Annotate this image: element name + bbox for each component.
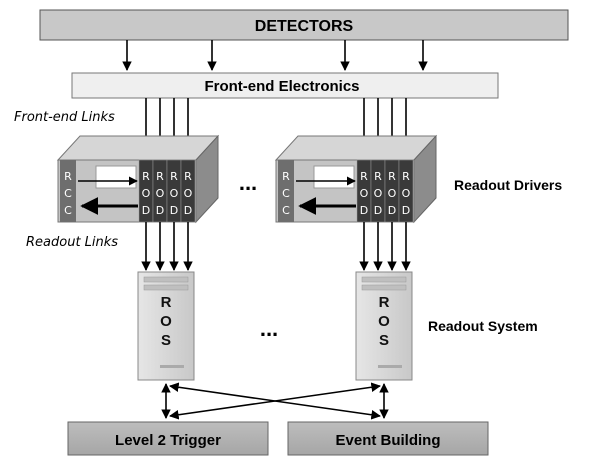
svg-text:O: O bbox=[142, 187, 151, 200]
svg-text:D: D bbox=[388, 204, 396, 217]
readout-links-label: Readout Links bbox=[26, 235, 118, 250]
rod-modules-right: R O D R O D R O D R O D bbox=[356, 159, 414, 223]
rcc-letter-right-1: R bbox=[282, 170, 290, 183]
svg-text:D: D bbox=[402, 204, 410, 217]
readout-links-left bbox=[141, 222, 193, 271]
rod-crate-right: R C C R O D R O D R O D R O D bbox=[274, 134, 438, 224]
readout-links-right bbox=[359, 222, 411, 271]
rcc-letter-left-3: C bbox=[64, 204, 72, 217]
ros-letter-left-1: R bbox=[161, 294, 172, 311]
svg-text:R: R bbox=[388, 170, 396, 183]
svg-text:O: O bbox=[402, 187, 411, 200]
level2-trigger-box: Level 2 Trigger bbox=[67, 421, 269, 456]
rcc-letter-right-3: C bbox=[282, 204, 290, 217]
ros-pc-right: R O S bbox=[355, 271, 413, 381]
readout-system-label: Readout System bbox=[428, 318, 538, 334]
front-end-links-label: Front-end Links bbox=[14, 110, 115, 125]
svg-text:O: O bbox=[184, 187, 193, 200]
event-building-label: Event Building bbox=[336, 432, 441, 449]
ros-letter-right-1: R bbox=[379, 294, 390, 311]
crate-ellipsis: ... bbox=[239, 170, 257, 195]
readout-drivers-label: Readout Drivers bbox=[454, 177, 562, 193]
detectors-label: DETECTORS bbox=[255, 18, 354, 35]
svg-text:R: R bbox=[184, 170, 192, 183]
svg-text:O: O bbox=[170, 187, 179, 200]
event-building-box: Event Building bbox=[287, 421, 489, 456]
front-end-electronics-box: Front-end Electronics bbox=[71, 72, 499, 99]
front-end-electronics-label: Front-end Electronics bbox=[204, 78, 359, 95]
svg-text:O: O bbox=[388, 187, 397, 200]
ros-letter-left-2: O bbox=[160, 313, 172, 330]
rod-modules-left: R O D R O D R O D R O D bbox=[138, 159, 196, 223]
svg-text:R: R bbox=[170, 170, 178, 183]
svg-text:O: O bbox=[374, 187, 383, 200]
svg-text:O: O bbox=[360, 187, 369, 200]
ros-ellipsis: ... bbox=[260, 316, 278, 341]
svg-text:D: D bbox=[156, 204, 164, 217]
rcc-letter-left-2: C bbox=[64, 187, 72, 200]
detector-arrows bbox=[122, 40, 428, 71]
rcc-letter-left-1: R bbox=[64, 170, 72, 183]
svg-text:O: O bbox=[156, 187, 165, 200]
svg-text:R: R bbox=[360, 170, 368, 183]
svg-text:R: R bbox=[142, 170, 150, 183]
ros-letter-right-2: O bbox=[378, 313, 390, 330]
ros-letter-left-3: S bbox=[161, 332, 171, 349]
rcc-letter-right-2: C bbox=[282, 187, 290, 200]
svg-text:D: D bbox=[184, 204, 192, 217]
level2-trigger-label: Level 2 Trigger bbox=[115, 432, 221, 449]
rod-crate-left: R C C R O D R O D R O D R O D bbox=[56, 134, 220, 224]
svg-text:D: D bbox=[374, 204, 382, 217]
rod-letters-left: R O D R O D R O D R O D bbox=[142, 170, 193, 217]
svg-text:D: D bbox=[142, 204, 150, 217]
ros-pc-left: R O S bbox=[137, 271, 195, 381]
svg-text:R: R bbox=[402, 170, 410, 183]
svg-text:D: D bbox=[360, 204, 368, 217]
rod-letters-right: R O D R O D R O D R O D bbox=[360, 170, 411, 217]
detectors-box: DETECTORS bbox=[39, 9, 569, 41]
ros-letter-right-3: S bbox=[379, 332, 389, 349]
svg-text:D: D bbox=[170, 204, 178, 217]
svg-text:R: R bbox=[374, 170, 382, 183]
ros-network-arrows bbox=[161, 382, 389, 420]
svg-text:R: R bbox=[156, 170, 164, 183]
